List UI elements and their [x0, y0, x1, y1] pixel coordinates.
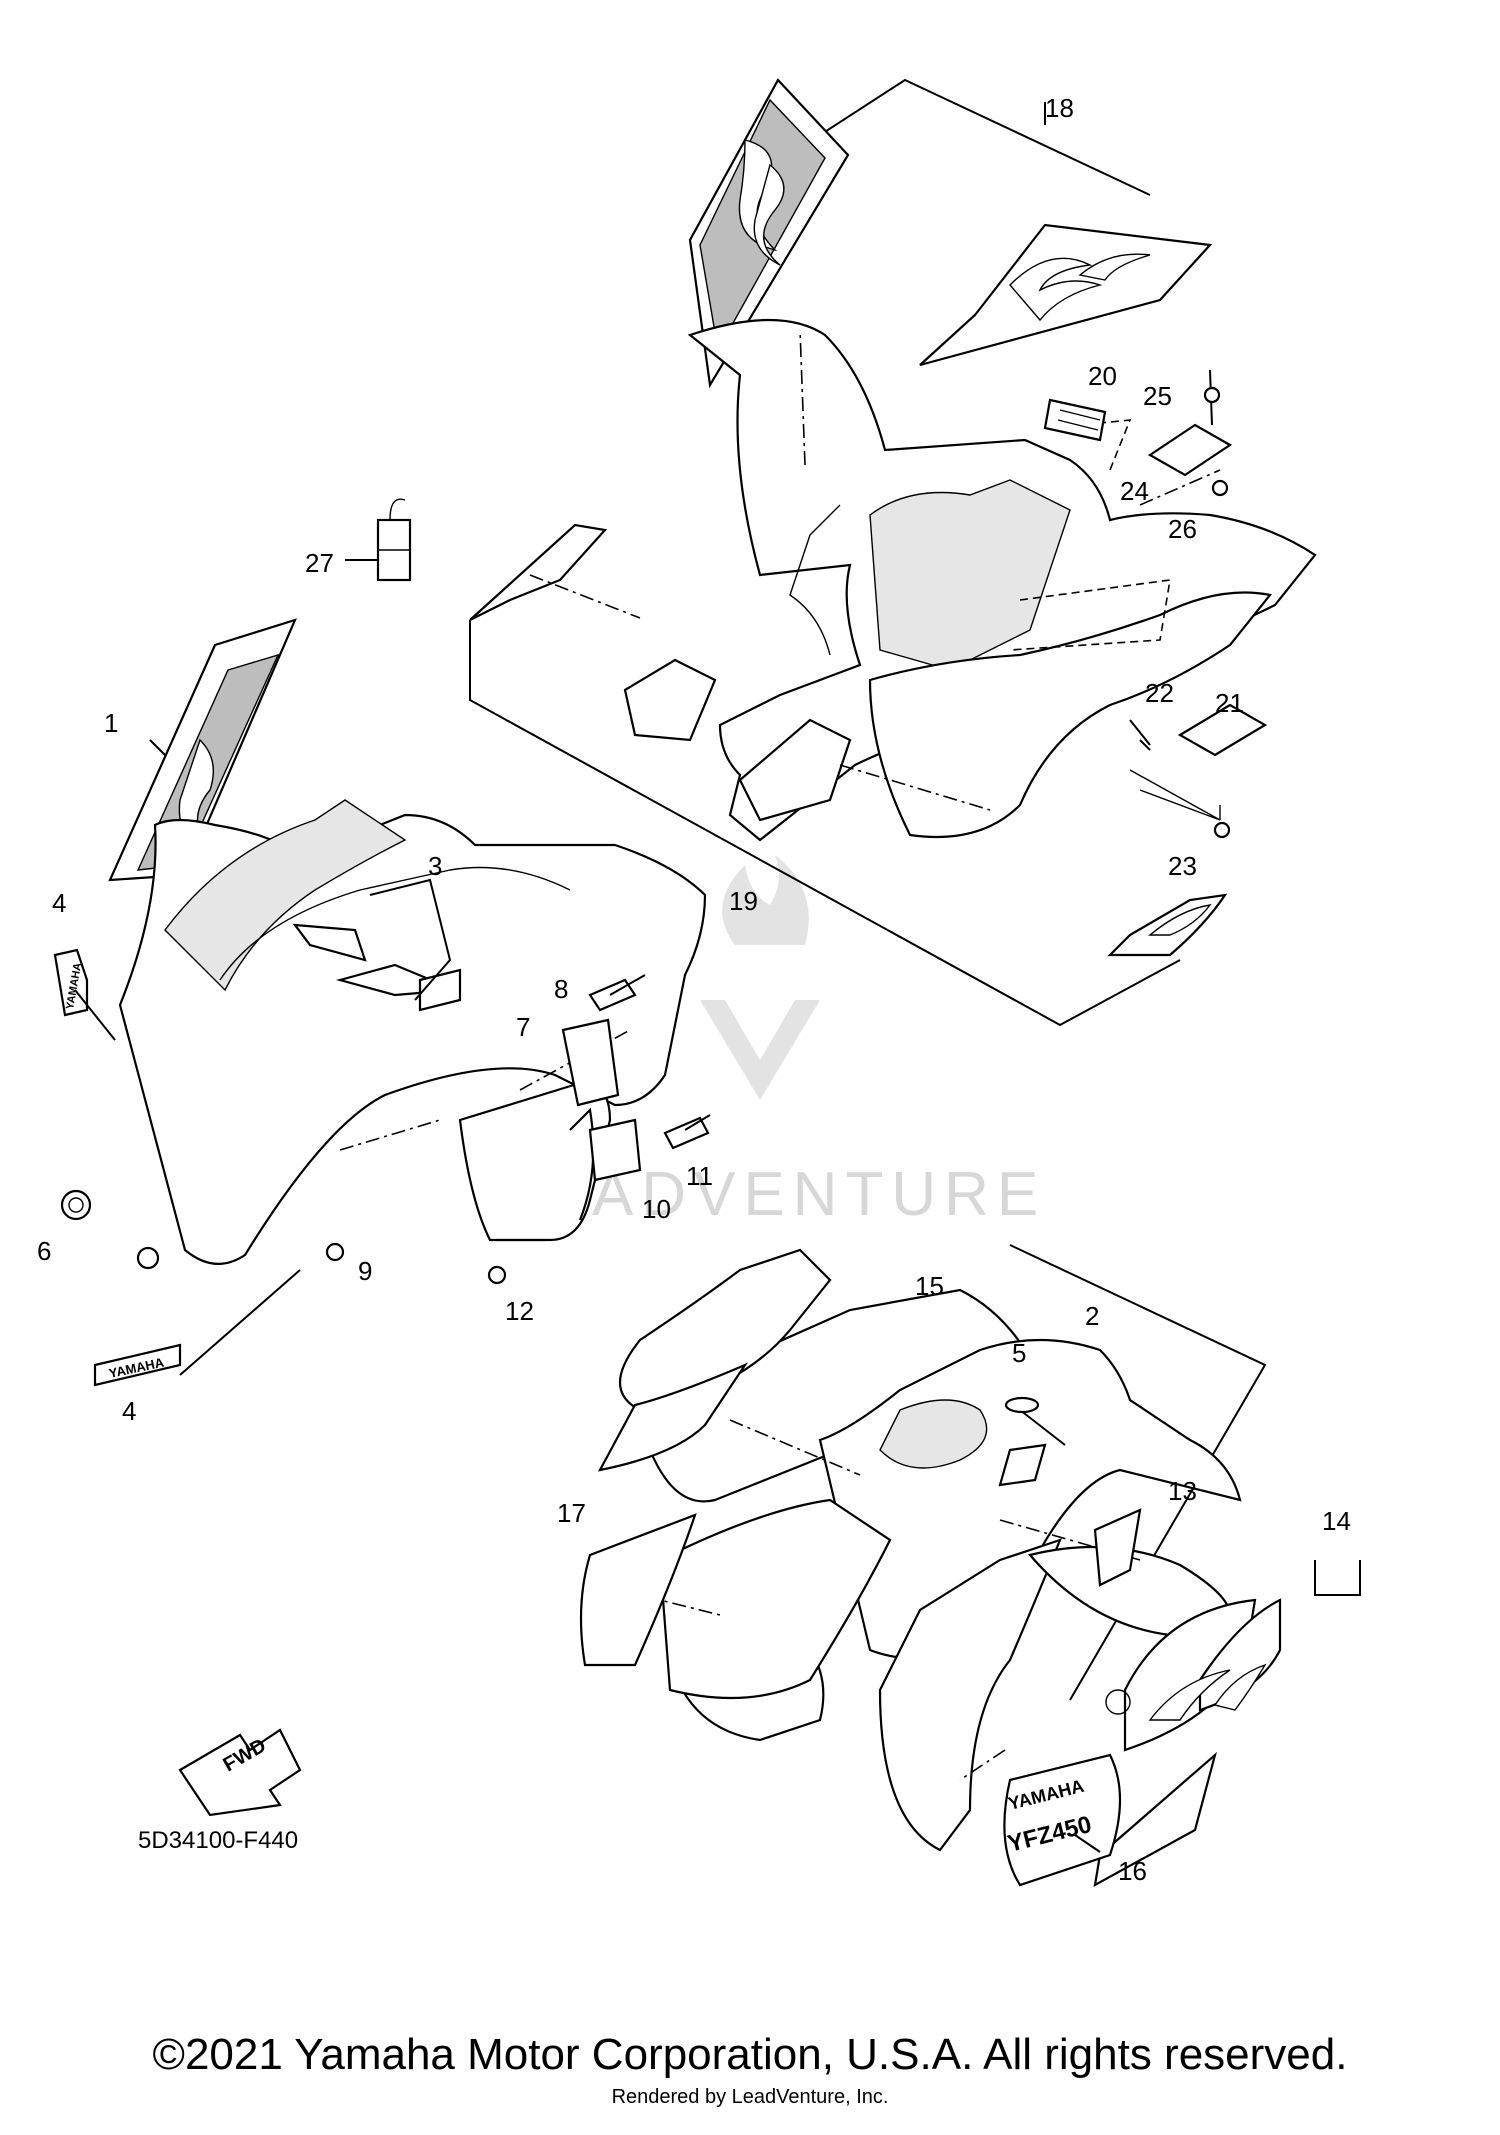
callout-17: 17: [557, 1498, 586, 1528]
tank-cover-assembly: YAMAHA YFZ450: [579, 1244, 1361, 1888]
front-fender-assembly: YAMAHA YAMAHA: [53, 618, 711, 1387]
callout-7: 7: [516, 1012, 530, 1042]
part-18-rear-fender-decals: [688, 78, 1213, 389]
callout-3: 3: [428, 851, 442, 881]
callout-1: 1: [104, 708, 118, 738]
callout-19: 19: [729, 886, 758, 916]
callout-15: 15: [915, 1271, 944, 1301]
copyright-notice: ©2021 Yamaha Motor Corporation, U.S.A. A…: [152, 2030, 1348, 2079]
callout-24: 24: [1120, 476, 1149, 506]
part-27-label-tag: [345, 498, 412, 582]
callout-12: 12: [505, 1296, 534, 1326]
callout-18: 18: [1045, 93, 1074, 123]
callout-5: 5: [1012, 1338, 1026, 1368]
callout-22: 22: [1145, 678, 1174, 708]
callout-25: 25: [1143, 381, 1172, 411]
callout-10: 10: [642, 1194, 671, 1224]
callout-27: 27: [305, 548, 334, 578]
diagram-part-code: 5D34100-F440: [138, 1827, 298, 1854]
callout-23: 23: [1168, 851, 1197, 881]
part-19-rear-fender: [469, 318, 1317, 1027]
callout-21: 21: [1215, 688, 1244, 718]
callout-16: 16: [1118, 1856, 1147, 1886]
callout-11: 11: [686, 1161, 713, 1191]
callout-14: 14: [1322, 1506, 1351, 1536]
callout-numbers: 1 2 3 4 4 5 6 7 8 9 10 11 12 13 14 15 16…: [37, 93, 1351, 1886]
callout-8: 8: [554, 974, 568, 1004]
rendered-by-credit: Rendered by LeadVenture, Inc.: [611, 2086, 889, 2108]
callout-13: 13: [1168, 1476, 1197, 1506]
callout-2: 2: [1085, 1301, 1099, 1331]
fwd-direction-arrow: FWD: [178, 1728, 302, 1817]
callout-4-top: 4: [52, 888, 66, 918]
callout-26: 26: [1168, 514, 1197, 544]
parts-20-26-fasteners: [1043, 369, 1268, 839]
callout-9: 9: [358, 1256, 372, 1286]
callout-4-bottom: 4: [122, 1396, 136, 1426]
callout-20: 20: [1088, 361, 1117, 391]
callout-6: 6: [37, 1236, 51, 1266]
